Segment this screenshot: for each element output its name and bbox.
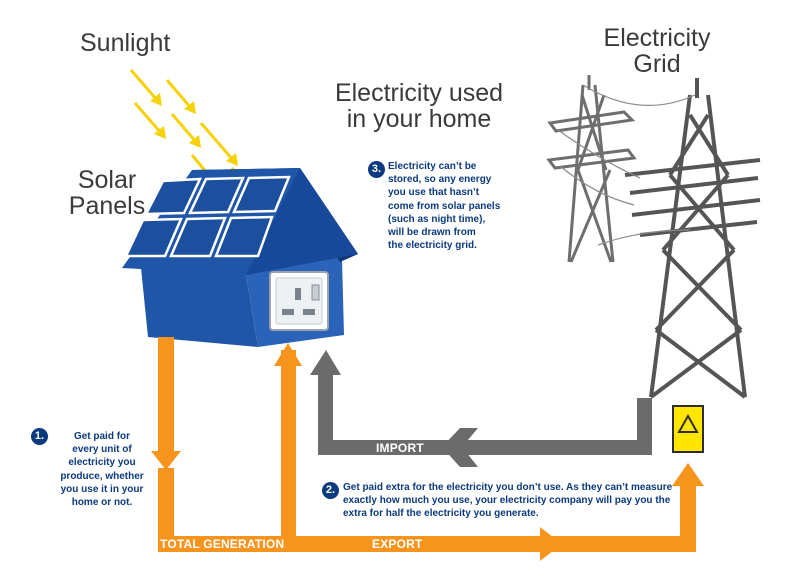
export-label: EXPORT (372, 537, 423, 551)
note-1-line: you use it in your (60, 483, 144, 495)
step-badge-3: 3. (368, 161, 385, 178)
solar-panel-icon (124, 175, 291, 258)
note-3-line: (such as night time), (388, 213, 486, 225)
total-generation-label: TOTAL GENERATION (160, 537, 285, 551)
electricity-grid-label-line-2: Grid (633, 50, 681, 79)
solar-panels-label-line-2: Panels (68, 192, 146, 221)
solar-panels-label-line-1: Solar (77, 166, 137, 194)
wall-socket-icon (269, 271, 329, 331)
electricity-used-label: Electricity used in your home (326, 80, 512, 133)
note-2-line: Get paid extra for the electricity you d… (343, 482, 673, 493)
note-3-line: the electricity grid. (388, 240, 477, 252)
pylon-icon (624, 78, 761, 399)
import-label: IMPORT (376, 441, 424, 455)
note-1-line: every unit of (72, 444, 132, 456)
note-1: Get paid for every unit of electricity y… (52, 430, 152, 509)
electricity-used-label-line-2: in your home (346, 105, 492, 134)
step-badge-2: 2. (322, 482, 339, 499)
note-1-line: produce, whether (60, 470, 144, 482)
note-3-line: come from solar panels (388, 200, 501, 212)
pylon-icon (546, 75, 637, 263)
electricity-meter-icon (672, 405, 704, 453)
note-1-line: electricity you (68, 457, 136, 469)
solar-panels-label: Solar Panels (58, 167, 156, 220)
note-1-line: home or not. (71, 496, 133, 508)
note-3: Electricity can’t be stored, so any ener… (388, 160, 500, 252)
sunlight-label: Sunlight (80, 29, 171, 57)
power-wires (557, 84, 696, 246)
house-icon (122, 168, 358, 347)
electricity-grid-label-line-1: Electricity (603, 24, 711, 52)
step-badge-1: 1. (31, 428, 48, 445)
note-3-line: will be drawn from (388, 226, 476, 238)
electricity-used-label-line-1: Electricity used (334, 79, 504, 107)
note-3-line: you use that hasn’t (388, 187, 480, 199)
note-3-line: Electricity can’t be (388, 161, 477, 172)
note-3-line: stored, so any energy (388, 174, 492, 186)
flow-arrows (151, 337, 704, 561)
electricity-grid-label: Electricity Grid (598, 25, 716, 78)
note-1-line: Get paid for (73, 431, 131, 442)
note-2: Get paid extra for the electricity you d… (343, 481, 672, 521)
import-arrow (310, 350, 652, 467)
note-2-line: extra for half the electricity you gener… (343, 508, 539, 520)
note-2-line: exactly how much you use, your electrici… (343, 495, 671, 507)
